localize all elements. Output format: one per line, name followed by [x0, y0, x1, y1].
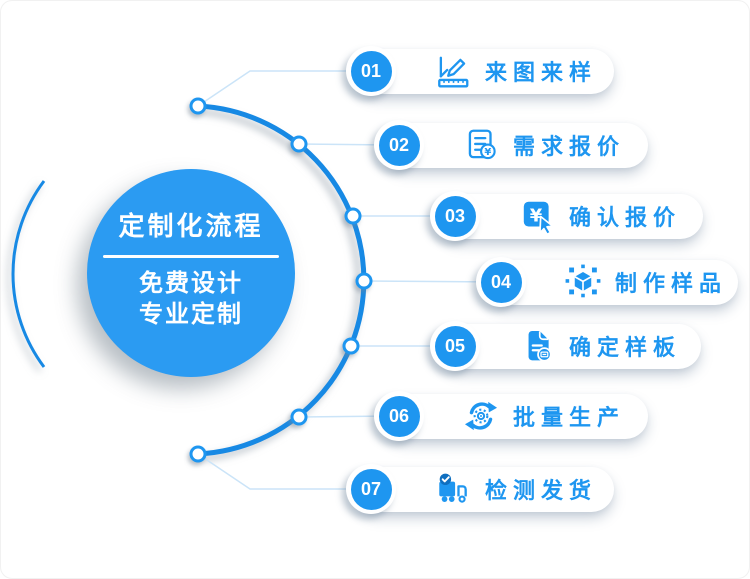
step-pill: 检测发货 [358, 466, 614, 512]
step-number-badge: 02 [378, 124, 420, 166]
step-pill: 确定样板 [442, 323, 701, 369]
step-item-4: 制作样品 04 [476, 257, 738, 307]
check-badge [439, 473, 452, 485]
arc-node-dot [344, 207, 362, 225]
step-item-5: 确定样板 05 [430, 321, 701, 371]
step-number-badge: 03 [434, 195, 476, 237]
step-pill: ¥ 确认报价 [442, 193, 703, 239]
step-pill: ¥ 需求报价 [386, 122, 648, 168]
process-title-circle: 定制化流程 免费设计 专业定制 [87, 169, 295, 377]
yuan-glyph: ¥ [484, 147, 491, 158]
arc-node-dot [189, 445, 207, 463]
step-label: 制作样品 [615, 271, 728, 296]
arc-node-dots [189, 97, 373, 463]
delivery-truck-check-icon [439, 473, 467, 503]
arc-node-dot [189, 97, 207, 115]
drawing-board-pencil-icon [438, 56, 469, 88]
step-pill: 来图来样 [358, 48, 614, 94]
step-number-badge: 01 [350, 50, 392, 92]
step-pill: 批量生产 [386, 393, 648, 439]
step-number-badge: 07 [350, 468, 392, 510]
step-item-2: ¥ 需求报价 02 [374, 120, 648, 170]
connector-step-7 [197, 453, 373, 490]
step-number-badge: 04 [480, 261, 522, 303]
cursor-arrow [539, 215, 554, 235]
step-label: 确认报价 [569, 205, 682, 230]
step-number-badge: 05 [434, 325, 476, 367]
arc-node-dot [290, 408, 308, 426]
title-divider [103, 255, 279, 258]
arc-node-dot [342, 337, 360, 355]
step-pill: 制作样品 [488, 259, 738, 305]
step-label: 检测发货 [485, 478, 598, 503]
left-decor-arc [11, 180, 46, 368]
step-item-6: 批量生产 06 [374, 391, 648, 441]
arc-node-dot [355, 272, 373, 290]
connector-step-1 [197, 70, 373, 107]
step-item-1: 来图来样 01 [346, 46, 614, 96]
connector-lines [197, 70, 504, 490]
cube-3d-network-icon [565, 264, 601, 298]
step-label: 需求报价 [513, 134, 626, 159]
document-stamp-icon [528, 331, 552, 362]
arc-node-dot [290, 135, 308, 153]
step-label: 确定样板 [569, 335, 682, 360]
yuan-click-cursor-icon: ¥ [523, 201, 554, 235]
cycle-arrows-gear-icon [464, 401, 498, 431]
step-label: 批量生产 [513, 405, 626, 430]
step-number-badge: 06 [378, 395, 420, 437]
step-item-3: ¥ 确认报价 03 [430, 191, 703, 241]
yuan-glyph: ¥ [530, 205, 543, 226]
process-subtitle-line1: 免费设计 [139, 270, 243, 297]
document-yuan-coin-icon: ¥ [468, 129, 496, 160]
step-item-7: 检测发货 07 [346, 464, 614, 514]
process-title: 定制化流程 [118, 211, 264, 241]
process-subtitle-line2: 专业定制 [139, 301, 243, 328]
step-label: 来图来样 [485, 60, 598, 85]
